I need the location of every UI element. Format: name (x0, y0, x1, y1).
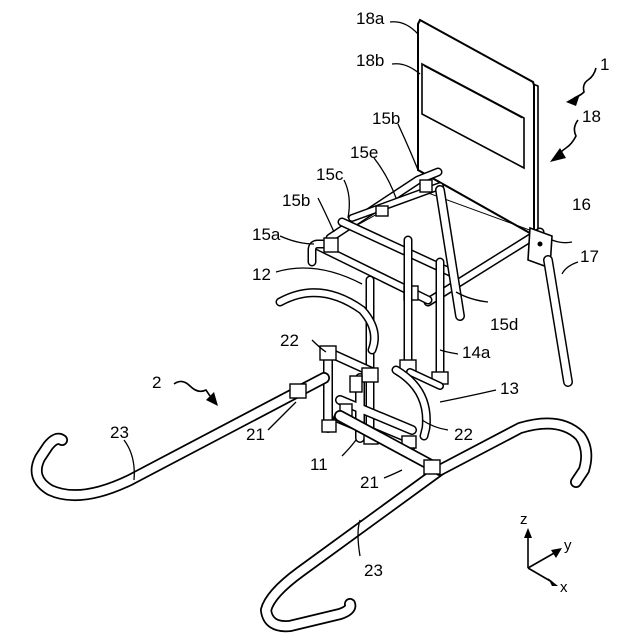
runner-right (266, 416, 586, 626)
label-13: 13 (500, 379, 519, 398)
backrest (418, 20, 538, 234)
label-21-right: 21 (360, 473, 379, 492)
axis-y-label: y (564, 537, 572, 554)
arrow-2 (174, 381, 218, 406)
axis-triad: z y x (520, 511, 572, 596)
label-15b-top: 15b (372, 109, 400, 128)
label-14a: 14a (462, 343, 491, 362)
label-22-right: 22 (454, 425, 473, 444)
axis-x-label: x (560, 579, 568, 596)
label-15b-left: 15b (282, 191, 310, 210)
label-15c: 15c (316, 165, 344, 184)
label-15e: 15e (350, 143, 378, 162)
label-22-left: 22 (280, 331, 299, 350)
label-15a: 15a (252, 225, 281, 244)
arrow-1 (566, 68, 596, 106)
label-17: 17 (580, 247, 599, 266)
label-18b: 18b (356, 51, 384, 70)
label-18a: 18a (356, 9, 385, 28)
label-18: 18 (582, 107, 601, 126)
label-1: 1 (600, 55, 609, 74)
label-16: 16 (572, 195, 591, 214)
label-23-right: 23 (364, 561, 383, 580)
label-12: 12 (252, 265, 271, 284)
label-21-left: 21 (246, 425, 265, 444)
label-23-left: 23 (110, 423, 129, 442)
label-2: 2 (152, 373, 161, 392)
runner-left (37, 378, 324, 495)
arrow-18 (550, 120, 578, 162)
label-15d: 15d (490, 315, 518, 334)
axis-z-label: z (520, 511, 528, 528)
label-11: 11 (310, 455, 328, 474)
